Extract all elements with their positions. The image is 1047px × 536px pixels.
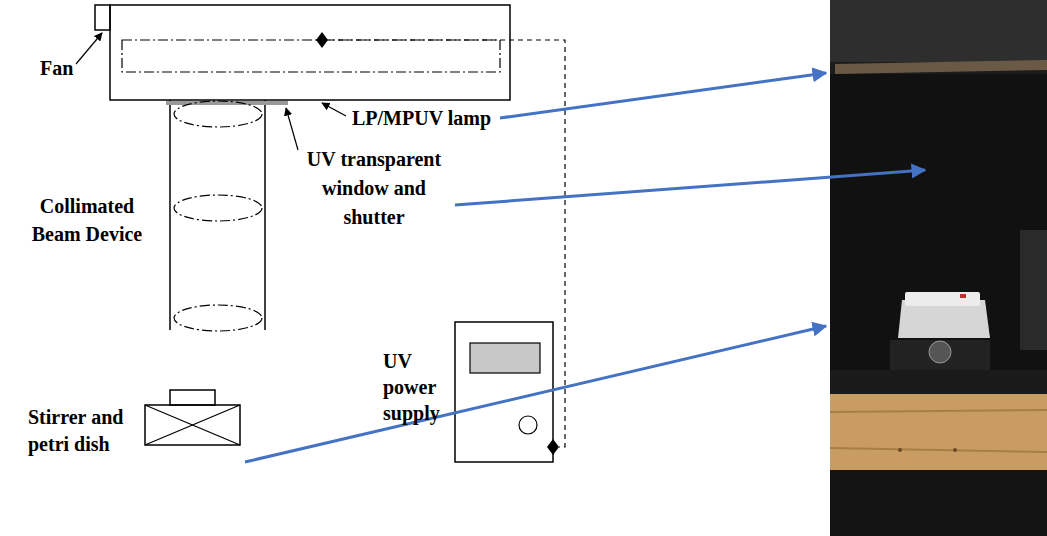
photo-stirrer-light (960, 294, 966, 298)
photo-nail (898, 448, 902, 452)
beam-section (174, 305, 262, 331)
part-label: Stirrer and petri dish (28, 404, 142, 458)
stirrer-cross (145, 405, 240, 445)
photo-nail (953, 448, 957, 452)
stirrer-cross (145, 405, 240, 445)
photo-wood-grain (830, 448, 1047, 452)
part-label: Fan (40, 56, 73, 80)
photo-side-wall (1020, 230, 1047, 350)
photo-chamber (830, 74, 1047, 394)
connector-diamond (316, 32, 328, 48)
photo-wood-grain (830, 410, 1047, 412)
beam-section (174, 101, 262, 127)
photo-floor (830, 470, 1047, 536)
photo-shelf (830, 370, 1047, 394)
beam-section (174, 195, 262, 221)
photo-lamp-housing (830, 0, 1047, 62)
power-knob (519, 416, 537, 434)
petri-dish (170, 390, 215, 405)
fan-symbol (95, 5, 110, 30)
power-display (470, 343, 540, 373)
photo-pointer (500, 73, 826, 118)
photo-stand (890, 340, 990, 370)
photo-pointer (245, 326, 826, 462)
part-label: UV transparent window and shutter (298, 145, 450, 232)
photo-wood-plank (830, 394, 1047, 470)
photo-knob (929, 341, 951, 363)
photo-window-edge (835, 60, 1047, 74)
leader-arrow (76, 33, 102, 64)
leader-arrow (286, 108, 298, 150)
part-label: LP/MPUV lamp (352, 106, 491, 130)
photo-stirrer-top (905, 292, 980, 306)
part-label: UV power supply (383, 348, 453, 426)
connector-diamond (547, 439, 559, 455)
tube-wall (169, 100, 171, 330)
stirrer-symbol (145, 405, 240, 445)
power-cable (329, 40, 565, 447)
lamp-housing (110, 5, 510, 100)
apparatus-photo (830, 0, 1047, 536)
tube-wall (264, 100, 266, 330)
part-label: Collimated Beam Device (28, 192, 146, 248)
leader-arrow (322, 103, 346, 116)
photo-ground (830, 0, 1047, 536)
uv-lamp (122, 40, 500, 72)
photo-pointer (455, 170, 925, 205)
